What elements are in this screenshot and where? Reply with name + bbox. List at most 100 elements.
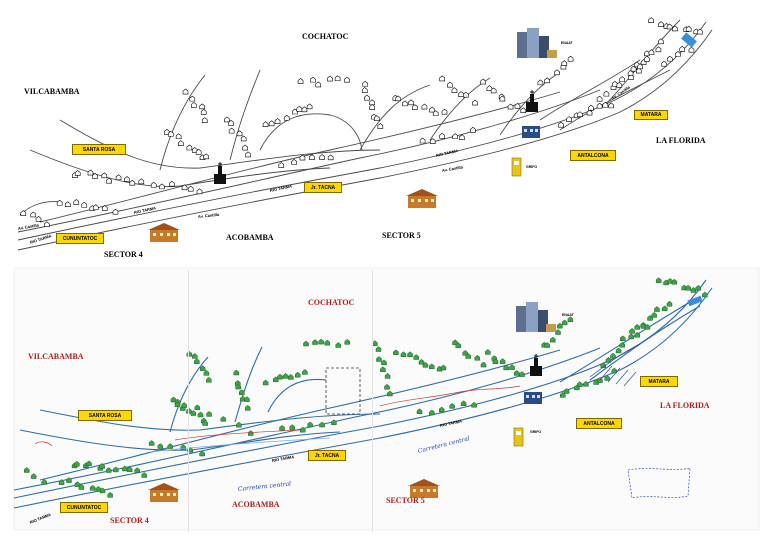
house-icon xyxy=(507,103,514,110)
house-icon xyxy=(429,138,436,144)
house-icon xyxy=(408,99,414,106)
house-icon xyxy=(651,312,657,318)
house-icon xyxy=(441,108,448,115)
label-grifo: GRIFO xyxy=(526,165,538,169)
label-box-jr-tacna: Jr. TACNA xyxy=(304,182,342,193)
house-icon xyxy=(245,151,251,158)
house-icon xyxy=(87,169,94,176)
house-icon xyxy=(196,188,203,195)
house-icon xyxy=(268,120,275,127)
house-icon xyxy=(519,371,525,377)
house-icon xyxy=(667,55,673,62)
house-icon xyxy=(301,106,308,113)
house-icon xyxy=(292,108,298,115)
house-icon xyxy=(655,277,662,283)
house-icon xyxy=(463,91,469,98)
house-icon xyxy=(186,144,193,151)
house-icon xyxy=(203,153,209,160)
house-icon xyxy=(74,481,81,487)
paper-fold-line xyxy=(188,270,189,532)
house-icon xyxy=(296,105,303,112)
house-icon xyxy=(666,300,673,307)
loop-road xyxy=(259,113,363,151)
house-icon xyxy=(429,363,435,370)
house-icon xyxy=(583,380,589,387)
house-icon xyxy=(661,305,668,312)
gas-station-icon xyxy=(513,427,524,447)
house-icon xyxy=(675,51,681,57)
building-icon xyxy=(522,126,540,138)
house-icon xyxy=(602,101,609,108)
red-mark xyxy=(34,441,53,447)
house-icon xyxy=(331,419,337,425)
house-icon xyxy=(421,103,428,110)
house-icon xyxy=(555,329,561,335)
house-icon xyxy=(648,17,654,23)
house-icon xyxy=(283,114,290,121)
house-icon xyxy=(199,103,206,110)
place-label-vilcabamba: VILCABAMBA xyxy=(24,87,80,96)
place-label-sector-5: SECTOR 5 xyxy=(386,496,425,505)
house-icon xyxy=(89,484,96,491)
house-icon xyxy=(235,380,241,386)
house-icon xyxy=(99,487,106,494)
hill-road-7 xyxy=(559,69,671,131)
river-bank-south xyxy=(17,29,713,251)
house-icon xyxy=(485,349,491,355)
house-icon xyxy=(644,50,650,57)
house-icon xyxy=(206,376,212,383)
house-icon xyxy=(150,181,157,188)
house-icon xyxy=(671,278,678,285)
house-icon xyxy=(658,38,664,45)
house-icon xyxy=(233,369,240,376)
house-icon xyxy=(458,91,464,97)
house-icon xyxy=(148,440,155,446)
house-icon xyxy=(306,103,313,110)
house-icon xyxy=(105,467,112,473)
house-icon xyxy=(619,341,626,348)
house-icon xyxy=(181,402,187,408)
water-tank-icon xyxy=(681,32,697,48)
place-label-vilcabamba: VILCABAMBA xyxy=(28,352,84,361)
houses-top xyxy=(20,17,703,228)
house-icon xyxy=(499,358,506,364)
house-icon xyxy=(416,408,423,414)
house-icon xyxy=(537,79,544,86)
house-icon xyxy=(567,55,574,62)
house-icon xyxy=(418,358,425,365)
annotated-map xyxy=(13,267,760,531)
house-icon xyxy=(307,421,313,428)
place-label-acobamba: ACOBAMBA xyxy=(226,233,274,242)
light-blue-line xyxy=(149,437,331,453)
house-icon xyxy=(393,349,399,356)
house-icon xyxy=(324,339,331,346)
house-icon xyxy=(634,331,641,338)
house-icon xyxy=(432,110,439,116)
house-icon xyxy=(604,375,611,381)
house-icon xyxy=(302,369,308,375)
house-icon xyxy=(141,472,147,478)
house-icon xyxy=(299,154,306,161)
house-icon xyxy=(203,370,210,376)
hatch-scribble xyxy=(599,365,637,387)
house-icon xyxy=(242,144,248,151)
place-label-cochatoc: COCHATOC xyxy=(308,298,355,307)
house-icon xyxy=(195,148,202,155)
house-icon xyxy=(563,388,570,394)
hill-road-6 xyxy=(539,59,641,121)
house-icon xyxy=(661,60,667,67)
house-icon xyxy=(499,95,506,102)
blue-dashed-polygon xyxy=(627,467,691,499)
house-icon xyxy=(199,450,205,457)
house-icon xyxy=(197,411,204,418)
house-icon xyxy=(459,134,465,141)
house-icon xyxy=(503,364,509,371)
red-scribble-line xyxy=(379,385,521,407)
upper-road-1 xyxy=(29,149,331,188)
house-icon xyxy=(384,383,390,390)
hill-road-2 xyxy=(229,69,261,161)
house-icon xyxy=(319,154,325,160)
place-label-acobamba: ACOBAMBA xyxy=(232,500,280,509)
house-icon xyxy=(449,402,455,409)
house-icon xyxy=(238,389,245,395)
